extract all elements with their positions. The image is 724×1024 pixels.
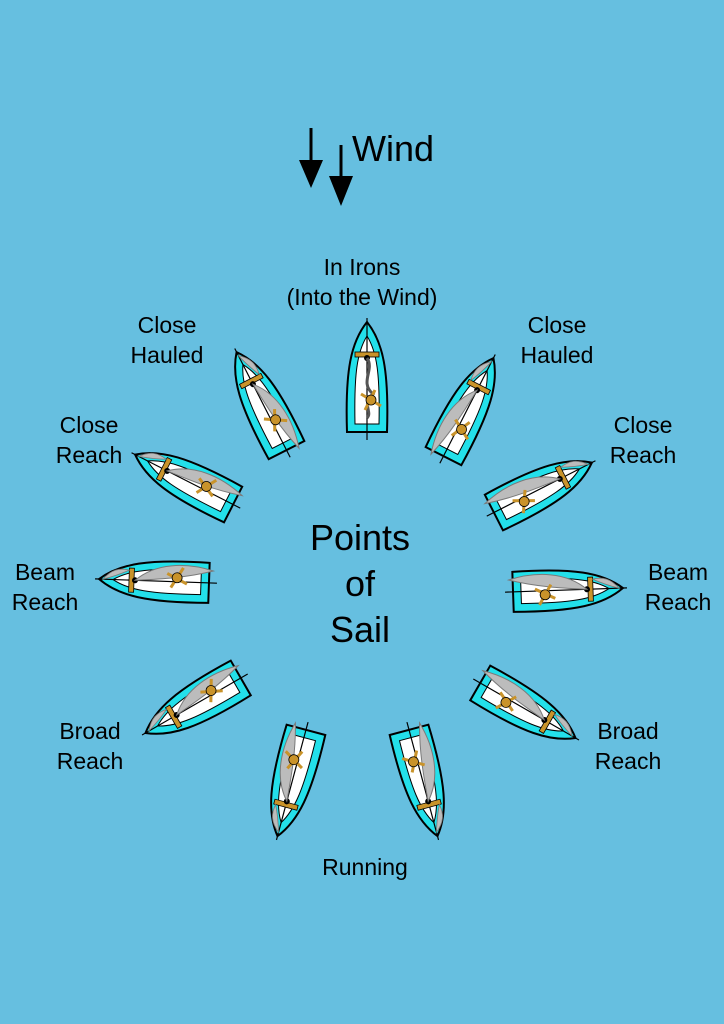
boat-sail bbox=[481, 669, 546, 722]
boat-jib bbox=[470, 361, 493, 382]
label-close-reach-right-line-2: Reach bbox=[609, 442, 677, 468]
boat-jib bbox=[591, 577, 621, 589]
label-close-reach-left: Close Reach bbox=[36, 410, 142, 470]
boat-sailor-icon bbox=[450, 418, 471, 441]
boat-sailor-icon bbox=[512, 489, 535, 514]
boat-running-10 bbox=[388, 721, 445, 841]
boat-sail bbox=[506, 573, 589, 590]
boat-sailor-icon bbox=[166, 567, 188, 589]
label-broad-reach-right-line-2: Reach bbox=[594, 748, 662, 774]
boat-close-hauled-1 bbox=[234, 348, 306, 461]
boat-sail bbox=[419, 721, 436, 803]
boat-beam-reach-5 bbox=[95, 560, 217, 604]
boat-sail bbox=[133, 564, 216, 581]
boat-jib bbox=[436, 803, 443, 834]
label-beam-reach-right-line-2: Reach bbox=[644, 589, 712, 615]
boat-sailor-icon bbox=[534, 583, 556, 606]
label-beam-reach-left: Beam Reach bbox=[0, 557, 90, 617]
label-in-irons-line-1: In Irons bbox=[323, 254, 401, 280]
boat-close-reach-4 bbox=[483, 460, 596, 532]
boat-sailor-icon bbox=[495, 691, 517, 712]
title-line-2: of bbox=[344, 563, 376, 604]
label-close-hauled-right-line-1: Close bbox=[527, 312, 587, 338]
boat-jib bbox=[237, 355, 260, 376]
label-close-hauled-right: Close Hauled bbox=[502, 310, 612, 370]
label-in-irons-line-2: (Into the Wind) bbox=[286, 284, 438, 310]
boat-sailor-icon bbox=[401, 750, 426, 773]
label-close-reach-right-line-1: Close bbox=[613, 412, 673, 438]
boat-sailor-icon bbox=[284, 750, 304, 770]
label-close-reach-right: Close Reach bbox=[590, 410, 696, 470]
label-broad-reach-right-line-1: Broad bbox=[597, 718, 659, 744]
boat-jib bbox=[148, 708, 168, 733]
boat-in-irons-0 bbox=[345, 318, 389, 440]
label-close-reach-left-line-2: Reach bbox=[55, 442, 123, 468]
title-line-1: Points bbox=[309, 517, 411, 558]
boat-broad-reach-8 bbox=[468, 664, 580, 741]
boat-sailor-icon bbox=[195, 477, 218, 498]
wind-label: Wind bbox=[352, 128, 435, 169]
boat-sailor-icon bbox=[360, 389, 382, 411]
boat-centerline bbox=[95, 578, 217, 584]
label-running-line-1: Running bbox=[322, 854, 408, 880]
boat-centerline bbox=[234, 348, 291, 458]
label-running: Running bbox=[300, 852, 430, 882]
boat-centerline bbox=[131, 452, 241, 509]
label-beam-reach-right-line-1: Beam bbox=[647, 559, 709, 585]
boat-broad-reach-7 bbox=[141, 659, 253, 736]
boat-close-hauled-2 bbox=[424, 354, 496, 467]
boat-centerline bbox=[486, 460, 596, 517]
label-close-hauled-right-line-2: Hauled bbox=[520, 342, 594, 368]
label-close-hauled-left: Close Hauled bbox=[112, 310, 222, 370]
boat-centerline bbox=[439, 354, 496, 464]
boat-sailor-icon bbox=[263, 409, 288, 432]
boat-centerline bbox=[406, 721, 440, 841]
label-in-irons: In Irons (Into the Wind) bbox=[262, 252, 462, 312]
boats-layer bbox=[95, 318, 627, 841]
label-beam-reach-left-line-2: Reach bbox=[11, 589, 79, 615]
label-beam-reach-right: Beam Reach bbox=[632, 557, 724, 617]
boat-sail bbox=[430, 389, 479, 456]
label-close-reach-left-line-1: Close bbox=[59, 412, 119, 438]
label-broad-reach-left-line-2: Reach bbox=[56, 748, 124, 774]
boat-centerline bbox=[141, 673, 248, 736]
boat-jib bbox=[553, 713, 573, 738]
label-broad-reach-left: Broad Reach bbox=[40, 716, 140, 776]
page-title: Points of Sail bbox=[290, 515, 430, 653]
boat-sailor-icon bbox=[200, 678, 223, 703]
boat-jib bbox=[101, 568, 131, 580]
boat-centerline bbox=[473, 678, 580, 741]
label-broad-reach-right: Broad Reach bbox=[578, 716, 678, 776]
boat-beam-reach-6 bbox=[505, 569, 627, 613]
boat-jib bbox=[272, 803, 279, 834]
boat-jib bbox=[559, 460, 590, 468]
boat-close-reach-3 bbox=[131, 452, 244, 524]
boat-centerline bbox=[505, 587, 627, 593]
title-line-3: Sail bbox=[329, 609, 391, 650]
label-close-hauled-left-line-1: Close bbox=[137, 312, 197, 338]
wind-arrows-icon bbox=[299, 128, 353, 206]
label-beam-reach-left-line-1: Beam bbox=[14, 559, 76, 585]
label-close-hauled-left-line-2: Hauled bbox=[130, 342, 204, 368]
boat-running-9 bbox=[270, 721, 327, 841]
boat-sail bbox=[279, 721, 296, 803]
boat-centerline bbox=[275, 721, 309, 841]
boat-sail bbox=[483, 476, 562, 505]
boat-jib bbox=[137, 452, 168, 460]
label-broad-reach-left-line-1: Broad bbox=[59, 718, 121, 744]
